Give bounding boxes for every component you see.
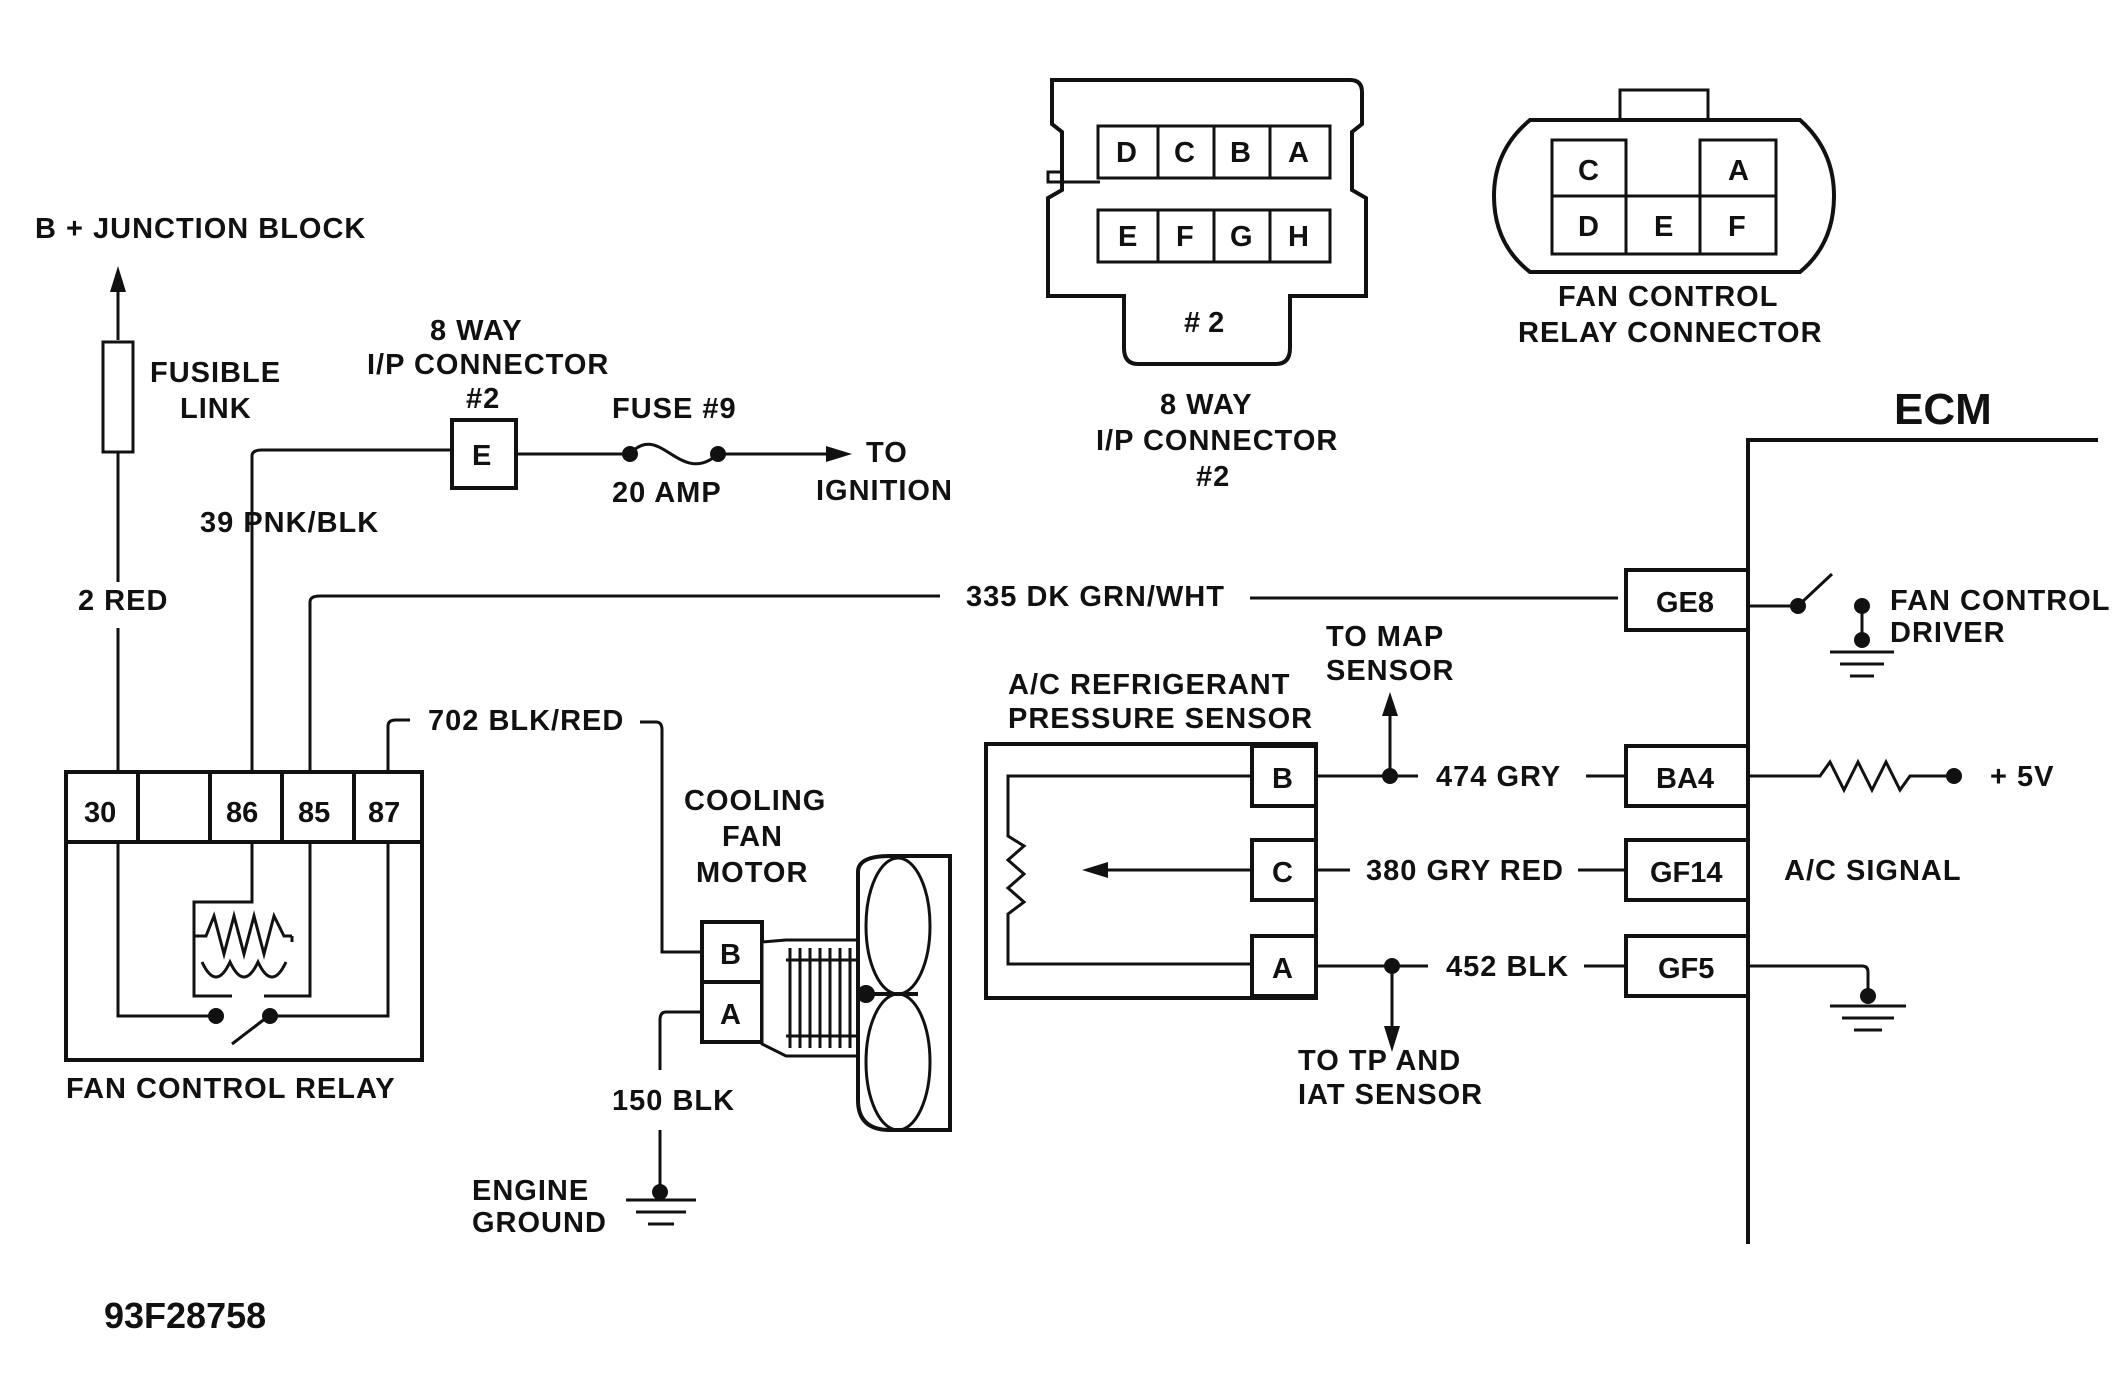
motor-label-3: MOTOR [696, 857, 808, 889]
ip-conn-number: # 2 [1184, 307, 1224, 339]
motor-pin-a-label: A [720, 999, 741, 1031]
fusible-link-label-1: FUSIBLE [150, 357, 281, 389]
ip-connector-title-2: I/P CONNECTOR [367, 349, 609, 381]
ip-conn-pin-b: B [1230, 137, 1251, 169]
fan-motor-icon [760, 854, 952, 1132]
ignition-label-1: TO [866, 437, 908, 469]
fan-control-driver-label-2: DRIVER [1890, 617, 2006, 649]
engine-ground-icon [626, 1198, 696, 1226]
relay-pin-85: 85 [298, 797, 330, 829]
motor-pin-a [700, 980, 764, 1044]
fcr-conn-label-2: RELAY CONNECTOR [1518, 317, 1823, 349]
sensor-pin-c-label: C [1272, 857, 1293, 889]
relay-switch [116, 842, 390, 1046]
fuse-label-2: 20 AMP [612, 477, 722, 509]
fuse-icon [628, 442, 719, 466]
ip-connector-title-1: 8 WAY [430, 315, 523, 347]
engine-ground-label-1: ENGINE [472, 1175, 589, 1207]
diagram-code: 93F28758 [104, 1295, 266, 1336]
ecm-pin-ge8 [1624, 568, 1750, 632]
fan-control-relay-label: FAN CONTROL RELAY [66, 1073, 396, 1105]
ignition-label-2: IGNITION [816, 475, 953, 507]
fusible-link [101, 340, 135, 454]
ecm-label: ECM [1894, 385, 1992, 434]
fuse-label-1: FUSE #9 [612, 393, 737, 425]
b-junction-label: B + JUNCTION BLOCK [35, 213, 366, 245]
ip-conn-pin-g: G [1230, 221, 1253, 253]
fcr-connector-latch [1618, 88, 1710, 122]
ip-conn-pin-a: A [1288, 137, 1309, 169]
ip-conn-pin-f: F [1176, 221, 1194, 253]
relay-coil [192, 842, 312, 998]
wire-label-2-red: 2 RED [78, 585, 168, 617]
wire-label-150-blk: 150 BLK [612, 1085, 735, 1117]
plus-5v-label: + 5V [1990, 761, 2054, 793]
motor-label-1: COOLING [684, 785, 826, 817]
motor-pin-b-label: B [720, 939, 741, 971]
ecm-pin-ba4-label: BA4 [1656, 763, 1714, 795]
relay-pin-86: 86 [226, 797, 258, 829]
ip-conn-pin-c: C [1174, 137, 1195, 169]
ip-connector-pin-e-label: E [472, 440, 491, 472]
fcr-conn-pin-a: A [1728, 155, 1749, 187]
ip-connector-title-3: #2 [466, 383, 500, 415]
tp-iat-label-2: IAT SENSOR [1298, 1079, 1483, 1111]
relay-pin-87: 87 [368, 797, 400, 829]
sensor-pin-a-label: A [1272, 953, 1293, 985]
ecm-pin-gf14-label: GF14 [1650, 857, 1723, 889]
fan-control-driver-label-1: FAN CONTROL [1890, 585, 2110, 617]
ip-conn-view-label-2: I/P CONNECTOR [1096, 425, 1338, 457]
pullup-resistor-icon [1748, 758, 1952, 794]
variable-resistor-icon [1005, 774, 1252, 966]
fcr-conn-label-1: FAN CONTROL [1558, 281, 1778, 313]
ip-conn-view-label-1: 8 WAY [1160, 389, 1253, 421]
ip-conn-view-label-3: #2 [1196, 461, 1230, 493]
map-sensor-label-1: TO MAP [1326, 621, 1444, 653]
fcr-conn-pin-c: C [1578, 155, 1599, 187]
fcr-conn-pin-d: D [1578, 211, 1599, 243]
ecm-pin-gf5-label: GF5 [1658, 953, 1714, 985]
ecm-ground-icon [1830, 1004, 1906, 1032]
wire-label-335-dk-grn-wht: 335 DK GRN/WHT [966, 581, 1225, 613]
motor-label-2: FAN [722, 821, 783, 853]
driver-ground-icon [1830, 650, 1894, 678]
tp-iat-label-1: TO TP AND [1298, 1045, 1461, 1077]
relay-pin-row [64, 770, 424, 844]
ip-connector-bottom-row [1096, 208, 1332, 264]
ecm-pin-gf14 [1624, 838, 1750, 902]
ip-connector-pin-e [450, 418, 518, 490]
arrow-up-icon [110, 266, 126, 340]
ac-signal-label: A/C SIGNAL [1784, 855, 1962, 887]
fusible-link-label-2: LINK [180, 393, 252, 425]
ip-conn-pin-h: H [1288, 221, 1309, 253]
ip-conn-pin-d: D [1116, 137, 1137, 169]
wire-label-474-gry: 474 GRY [1436, 761, 1561, 793]
fcr-conn-pin-e: E [1654, 211, 1673, 243]
ecm-boundary [1746, 438, 2098, 1244]
ecm-pin-gf5 [1624, 934, 1750, 998]
fcr-conn-pin-f: F [1728, 211, 1746, 243]
relay-pin-30: 30 [84, 797, 116, 829]
map-sensor-label-2: SENSOR [1326, 655, 1454, 687]
wire-label-380-gry-red: 380 GRY RED [1366, 855, 1564, 887]
fcr-connector-cells [1550, 138, 1778, 256]
wire-label-452-blk: 452 BLK [1446, 951, 1569, 983]
sensor-pin-b-label: B [1272, 763, 1293, 795]
wire-label-702-blk-red: 702 BLK/RED [428, 705, 624, 737]
ac-sensor-label-2: PRESSURE SENSOR [1008, 703, 1313, 735]
motor-pin-b [700, 920, 764, 984]
engine-ground-label-2: GROUND [472, 1207, 607, 1239]
sensor-pin-b [1250, 744, 1318, 808]
wire-label-39-pnk-blk: 39 PNK/BLK [200, 507, 379, 539]
ecm-pin-ge8-label: GE8 [1656, 587, 1714, 619]
ip-conn-pin-e: E [1118, 221, 1137, 253]
ac-sensor-label-1: A/C REFRIGERANT [1008, 669, 1290, 701]
ip-connector-top-row [1096, 124, 1332, 180]
